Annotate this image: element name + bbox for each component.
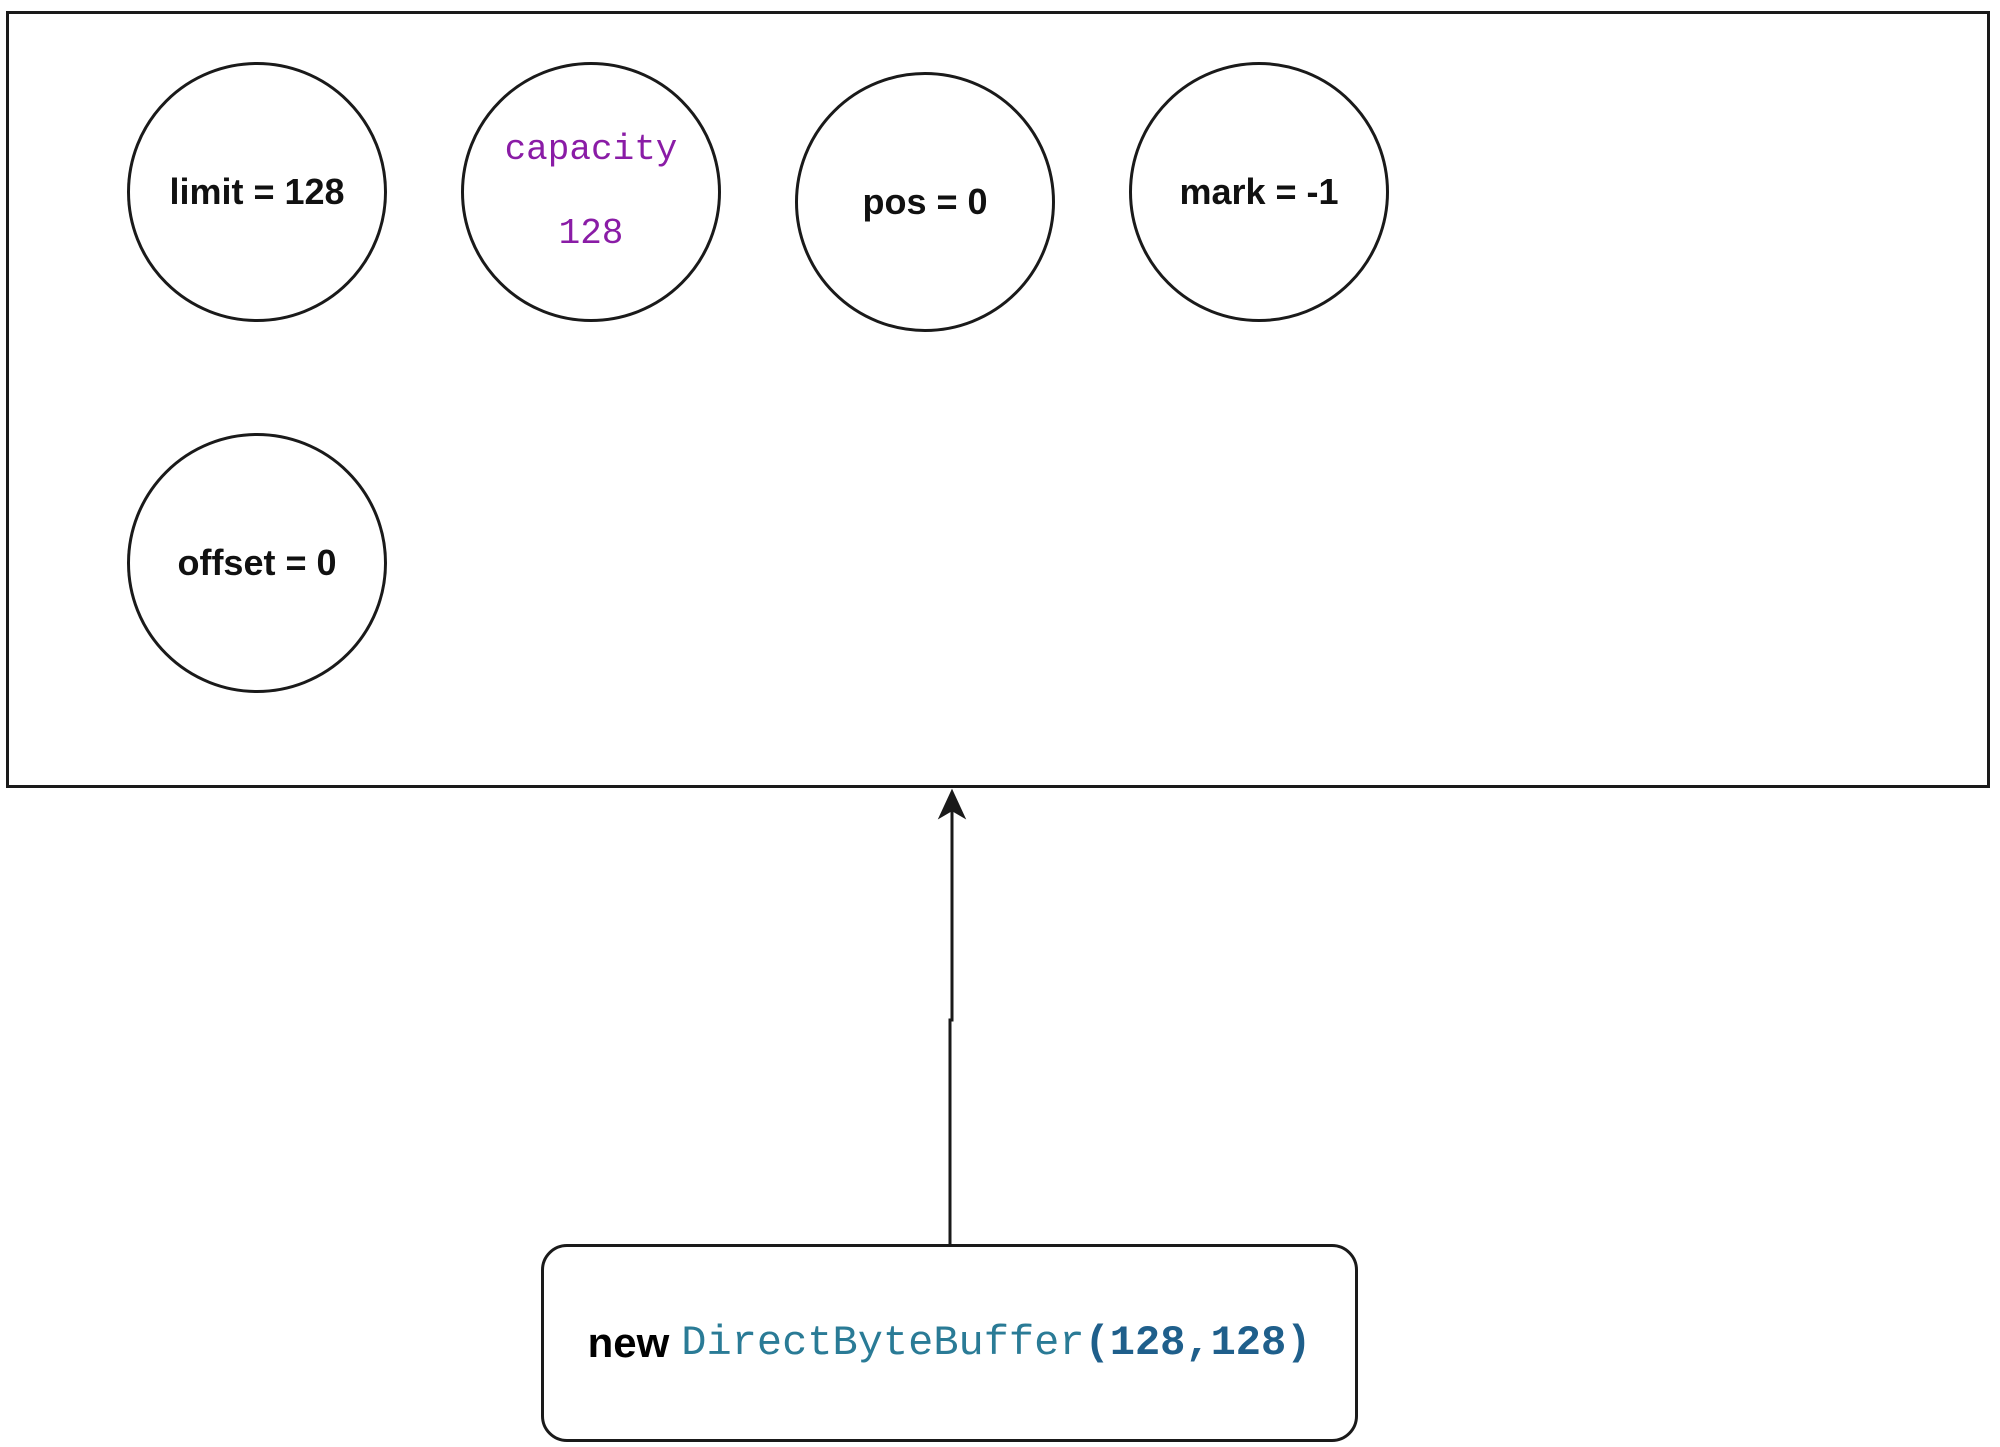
constructor-args: (128,128) bbox=[1084, 1319, 1312, 1367]
pos-node: pos = 0 bbox=[795, 72, 1055, 332]
limit-label: limit = 128 bbox=[169, 171, 345, 212]
pos-label: pos = 0 bbox=[862, 181, 988, 222]
new-keyword: new bbox=[587, 1319, 670, 1366]
offset-label: offset = 0 bbox=[177, 542, 337, 583]
capacity-node: capacity 128 bbox=[461, 62, 721, 322]
limit-node: limit = 128 bbox=[127, 62, 387, 322]
mark-node: mark = -1 bbox=[1129, 62, 1389, 322]
buffer-object-box bbox=[6, 11, 1990, 788]
capacity-name-label: capacity bbox=[504, 129, 678, 170]
constructor-call-box: new DirectByteBuffer (128,128) bbox=[541, 1244, 1358, 1442]
offset-node: offset = 0 bbox=[127, 433, 387, 693]
arrow-head bbox=[937, 788, 967, 820]
class-name: DirectByteBuffer bbox=[681, 1319, 1085, 1367]
mark-label: mark = -1 bbox=[1179, 171, 1339, 212]
capacity-value-label: 128 bbox=[558, 213, 624, 254]
arrow-line bbox=[948, 810, 954, 1244]
